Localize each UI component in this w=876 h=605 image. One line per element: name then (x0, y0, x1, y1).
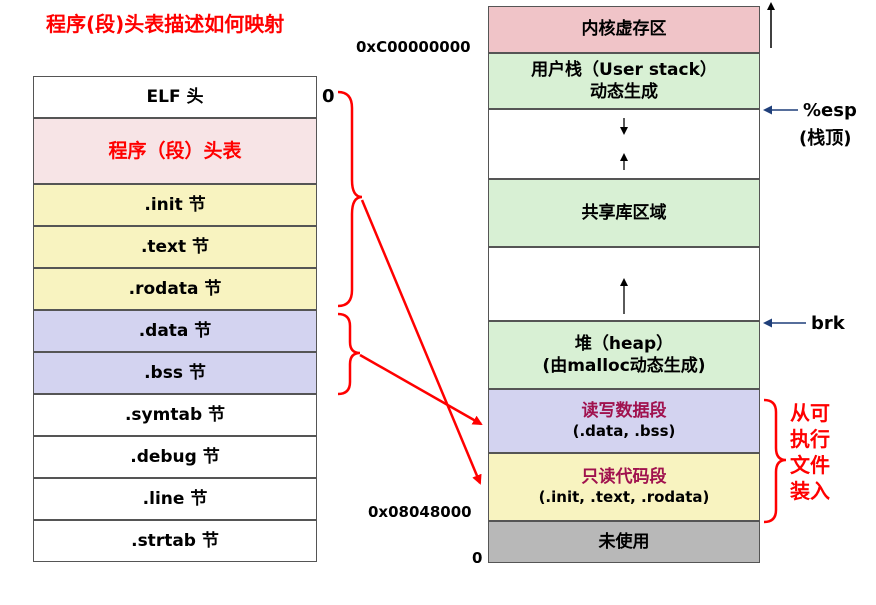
elf-offset-zero: 0 (322, 86, 335, 107)
rw-data-segment: 读写数据段 (.data, .bss) (488, 389, 760, 453)
heap-label: 堆（heap） (574, 333, 674, 354)
shared-library-area: 共享库区域 (488, 179, 760, 247)
elf-section-label: .bss 节 (144, 362, 206, 383)
elf-section: ELF 头 (33, 76, 317, 118)
rw-data-label: 读写数据段 (581, 401, 667, 422)
elf-section-label: .init 节 (144, 194, 206, 215)
ro-code-label: 只读代码段 (581, 467, 667, 488)
elf-section: .text 节 (33, 226, 317, 268)
elf-section-label: .debug 节 (130, 446, 220, 467)
load-note-line-2: 执行 (790, 427, 830, 451)
esp-sublabel: (栈顶) (799, 128, 852, 149)
zero-address: 0 (472, 549, 483, 567)
elf-section: .strtab 节 (33, 520, 317, 562)
elf-section: .symtab 节 (33, 394, 317, 436)
elf-section: .data 节 (33, 310, 317, 352)
kernel-base-address: 0xC00000000 (356, 38, 471, 56)
elf-section: .debug 节 (33, 436, 317, 478)
load-note-line-3: 文件 (790, 453, 830, 477)
elf-section-label: .strtab 节 (131, 530, 219, 551)
load-note: 从可 执行 文件 装入 (790, 400, 830, 504)
rw-data-sublabel: (.data, .bss) (572, 422, 676, 441)
elf-section-label: ELF 头 (146, 86, 204, 107)
user-stack-label: 用户栈（User stack） (531, 59, 717, 80)
elf-section: .rodata 节 (33, 268, 317, 310)
elf-section: .init 节 (33, 184, 317, 226)
elf-section: .line 节 (33, 478, 317, 520)
kernel-area: 内核虚存区 (488, 6, 760, 53)
heap-area: 堆（heap） (由malloc动态生成) (488, 321, 760, 389)
code-base-address: 0x08048000 (368, 503, 472, 521)
diagram-title: 程序(段)头表描述如何映射 (46, 12, 285, 36)
ro-code-segment: 只读代码段 (.init, .text, .rodata) (488, 453, 760, 521)
arrow-code-to-ro-segment (360, 199, 482, 485)
brace-data-sections (337, 312, 361, 396)
load-note-line-4: 装入 (790, 479, 830, 503)
brace-loaded-segments (763, 398, 787, 524)
elf-section-label: 程序（段）头表 (108, 139, 242, 162)
arrow-data-to-rw-segment (359, 353, 483, 426)
kernel-area-label: 内核虚存区 (581, 19, 667, 40)
shared-library-label: 共享库区域 (581, 202, 667, 223)
user-stack-sublabel: 动态生成 (590, 82, 658, 102)
unused-area: 未使用 (488, 521, 760, 563)
brace-code-sections (337, 90, 363, 308)
esp-label: %esp (803, 100, 857, 121)
heap-sublabel: (由malloc动态生成) (542, 356, 706, 376)
elf-section: 程序（段）头表 (33, 118, 317, 184)
user-stack-area: 用户栈（User stack） 动态生成 (488, 53, 760, 109)
elf-section-label: .symtab 节 (124, 404, 226, 425)
unused-label: 未使用 (598, 531, 650, 552)
load-note-line-1: 从可 (790, 401, 830, 425)
brk-label: brk (811, 313, 845, 334)
elf-section-label: .rodata 节 (128, 278, 222, 299)
ro-code-sublabel: (.init, .text, .rodata) (538, 488, 710, 507)
elf-section-label: .text 节 (140, 236, 210, 257)
elf-section-label: .data 节 (138, 320, 212, 341)
elf-section: .bss 节 (33, 352, 317, 394)
elf-section-label: .line 节 (142, 488, 208, 509)
